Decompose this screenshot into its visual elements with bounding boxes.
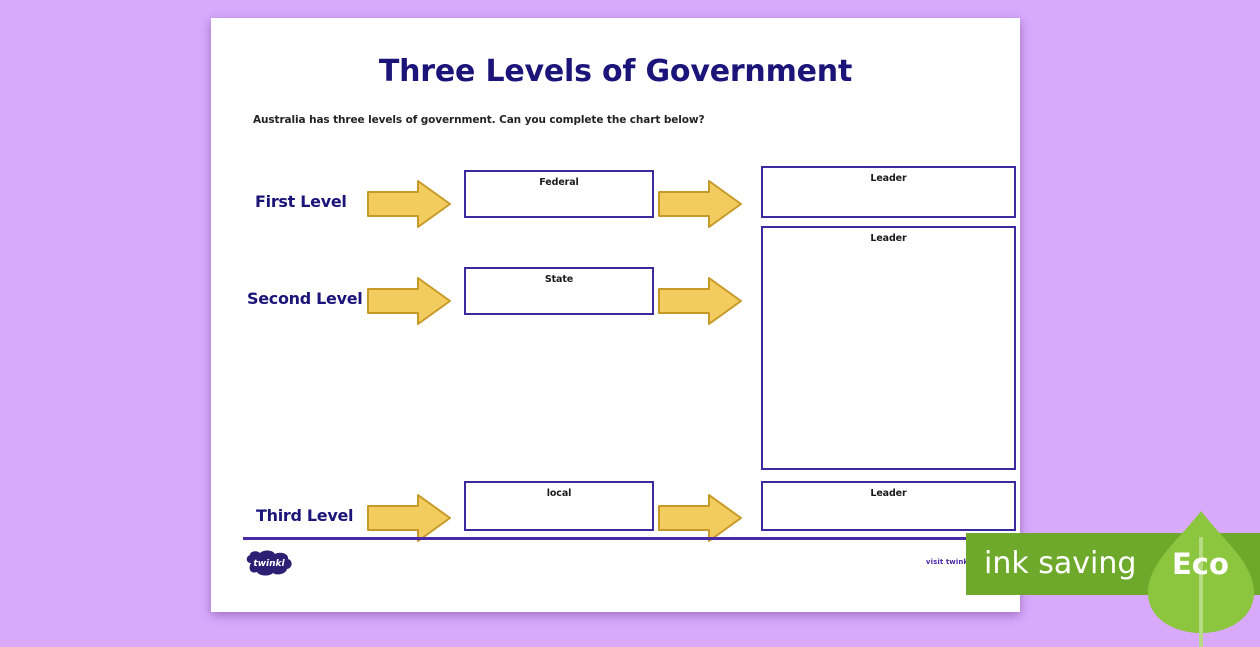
answer-box-local[interactable]: local [464,481,654,531]
answer-box-third-level-leader-label: Leader [870,488,907,499]
answer-box-federal[interactable]: Federal [464,170,654,218]
twinkl-logo: twinkl [243,549,295,577]
eco-ink-saving-label: ink saving [984,546,1137,581]
answer-box-third-level-leader[interactable]: Leader [761,481,1016,531]
worksheet-page: Three Levels of Government Australia has… [211,18,1020,612]
answer-box-second-level-leader[interactable]: Leader [761,226,1016,470]
arrow-local-to-leader [657,492,743,544]
row-label-third-level: Third Level [256,506,354,525]
svg-text:twinkl: twinkl [253,559,285,569]
answer-box-local-label: local [546,488,572,499]
leaf-icon [1142,507,1260,647]
row-label-first-level: First Level [255,192,347,211]
answer-box-state[interactable]: State [464,267,654,315]
arrow-third-level-to-local [366,492,452,544]
page-title: Three Levels of Government [378,54,853,89]
arrow-federal-to-leader [657,178,743,230]
answer-box-first-level-leader-label: Leader [870,173,907,184]
answer-box-second-level-leader-label: Leader [870,233,907,244]
arrow-second-level-to-state [366,275,452,327]
answer-box-state-label: State [544,274,574,285]
worksheet-content: Three Levels of Government Australia has… [211,18,1020,612]
eco-label: Eco [1172,547,1229,581]
footer-divider [243,537,988,540]
arrow-state-to-leader [657,275,743,327]
answer-box-first-level-leader[interactable]: Leader [761,166,1016,218]
arrow-first-level-to-federal [366,178,452,230]
eco-badge: ink saving Eco [966,511,1260,647]
footer-visit-link[interactable]: visit twinkl.com [925,558,990,566]
row-label-second-level: Second Level [247,289,363,308]
answer-box-federal-label: Federal [539,177,579,188]
page-subtitle: Australia has three levels of government… [253,114,705,126]
